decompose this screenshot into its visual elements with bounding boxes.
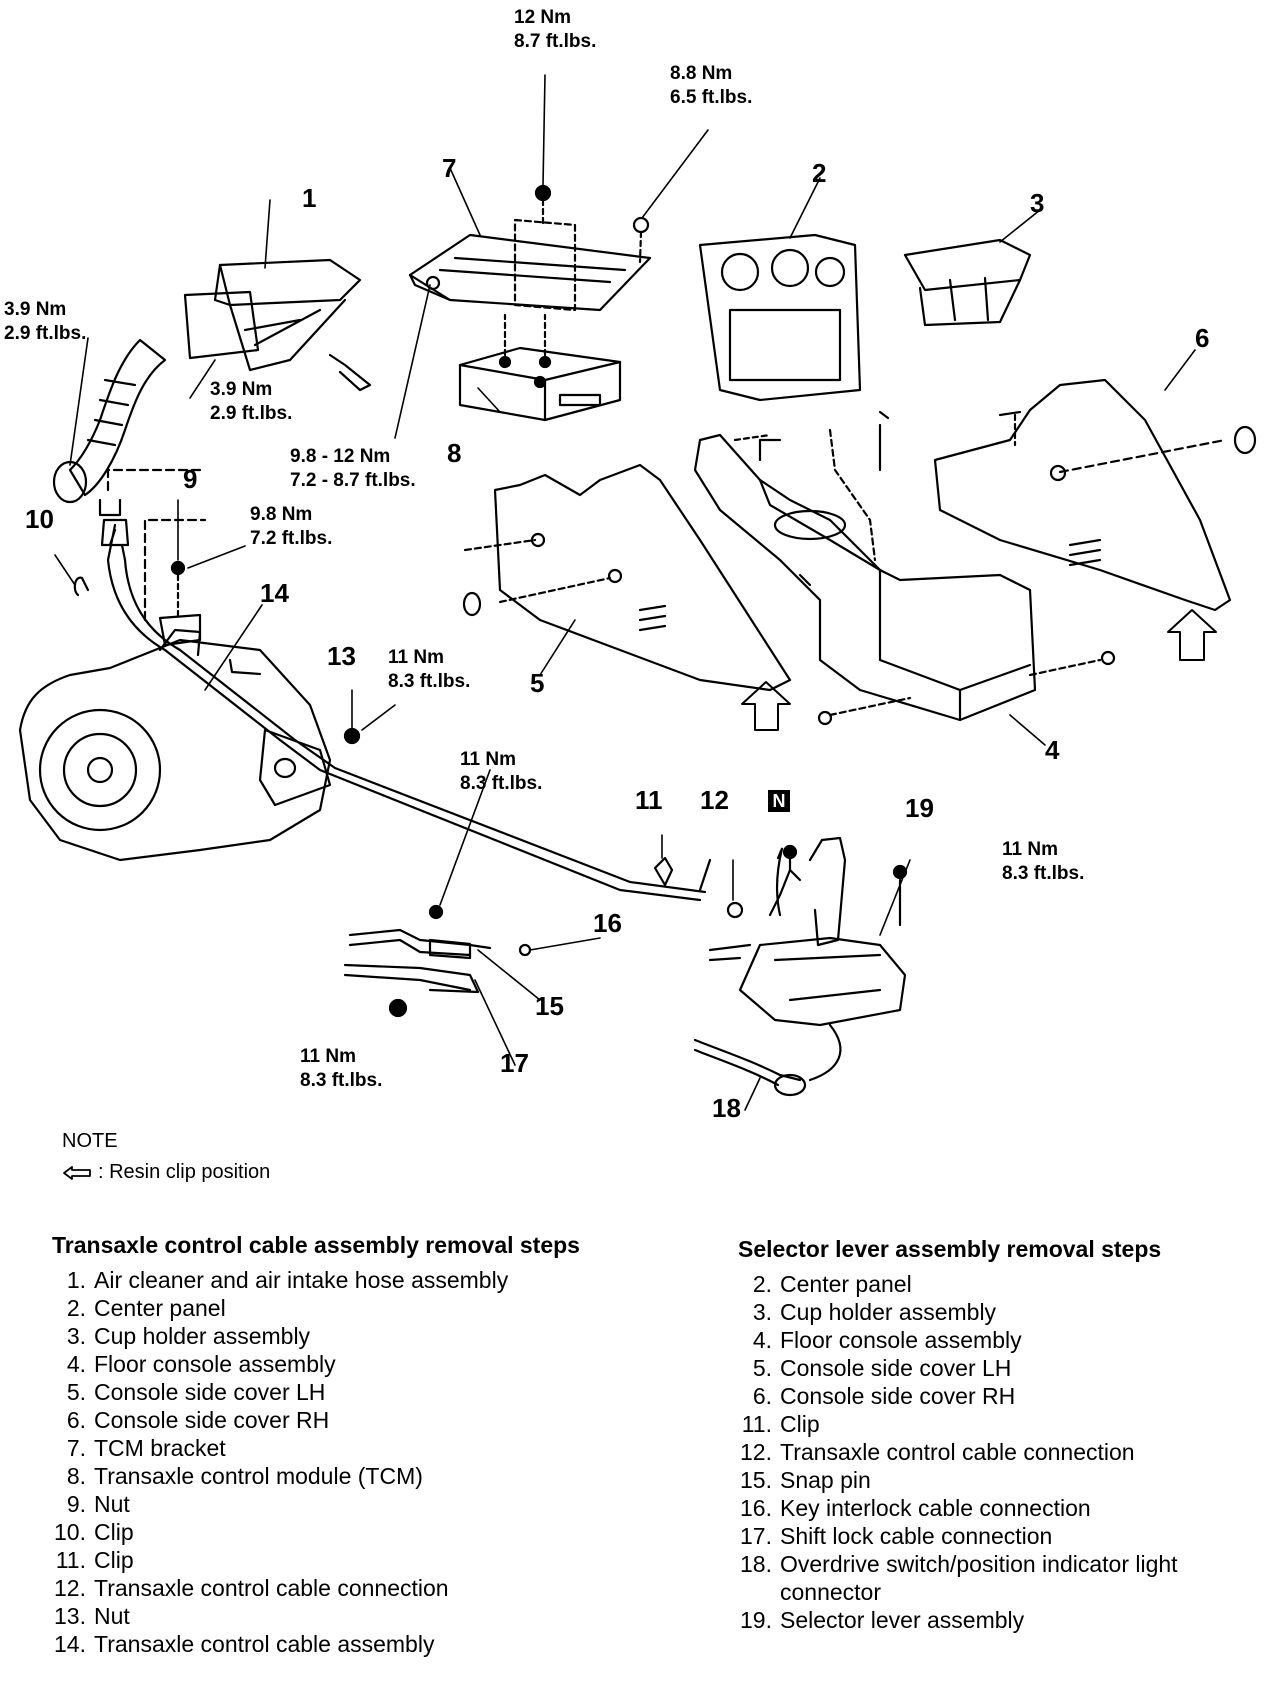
transaxle-steps-title: Transaxle control cable assembly removal… (52, 1232, 580, 1258)
list-item: 4.Floor console assembly (66, 1351, 336, 1377)
air-cleaner-drawing (52, 199, 372, 504)
callout-9: 9 (183, 464, 198, 494)
list-item: 13.Nut (54, 1603, 130, 1629)
callout-11: 11 (635, 785, 663, 815)
callout-6: 6 (1195, 323, 1210, 353)
callout-5: 5 (530, 668, 545, 698)
exploded-diagram: 1 2 3 4 5 6 7 8 9 10 11 12 13 14 15 16 1… (4, 7, 1257, 1123)
note-row: : Resin clip position (62, 1161, 270, 1184)
callout-15: 15 (535, 991, 564, 1021)
callout-4: 4 (1045, 735, 1060, 765)
callout-18: 18 (712, 1093, 741, 1123)
n-marker-icon: N (768, 790, 790, 812)
resin-clip-arrow-icon (63, 1165, 91, 1180)
callout-1: 1 (302, 183, 317, 213)
list-item: 3.Cup holder assembly (66, 1323, 311, 1349)
list-item: 12.Transaxle control cable connection (54, 1575, 449, 1601)
transaxle-steps: Transaxle control cable assembly removal… (52, 1232, 662, 1658)
diagram-drawing (18, 74, 1257, 1111)
list-item: 11.Clip (741, 1411, 820, 1437)
transaxle-drawing (18, 468, 707, 902)
tcm-bracket-drawing (408, 74, 709, 312)
list-item: 10.Clip (54, 1519, 134, 1545)
callout-2: 2 (812, 158, 827, 188)
tcm-drawing (394, 284, 622, 439)
selector-steps-list: 2.Center panel 3.Cup holder assembly 4.F… (738, 1270, 1278, 1634)
note-title: NOTE (62, 1130, 118, 1152)
transaxle-steps-list: 1.Air cleaner and air intake hose assemb… (52, 1266, 662, 1658)
callout-3: 3 (1030, 188, 1045, 218)
callout-8: 8 (447, 438, 462, 468)
callout-13: 13 (327, 641, 356, 671)
note: NOTE : Resin clip position (62, 1130, 270, 1184)
selector-lever-drawing (343, 769, 911, 1111)
list-item: 15.Snap pin (740, 1467, 871, 1493)
list-item: 14.Transaxle control cable assembly (54, 1631, 435, 1657)
list-item: 6.Console side cover RH (752, 1383, 1016, 1409)
callout-16: 16 (593, 908, 622, 938)
note-resin-text: : Resin clip position (98, 1161, 271, 1183)
list-item: 1.Air cleaner and air intake hose assemb… (66, 1267, 509, 1293)
list-item: 6.Console side cover RH (66, 1407, 330, 1433)
callout-7: 7 (442, 153, 457, 183)
callout-10: 10 (25, 504, 54, 534)
list-item: 17.Shift lock cable connection (740, 1523, 1053, 1549)
list-item: 11.Clip (55, 1547, 134, 1573)
list-item: 12.Transaxle control cable connection (740, 1439, 1135, 1465)
floor-console-drawing (693, 410, 1116, 746)
list-item: 5.Console side cover LH (752, 1355, 1012, 1381)
list-item: 19.Selector lever assembly (740, 1607, 1025, 1633)
center-panel-drawing (698, 177, 862, 402)
callout-14: 14 (260, 578, 289, 608)
list-item: 5.Console side cover LH (66, 1379, 326, 1405)
list-item: 2.Center panel (752, 1271, 912, 1297)
cup-holder-drawing (903, 209, 1041, 327)
list-item: 2.Center panel (66, 1295, 226, 1321)
side-cover-lh-drawing (462, 463, 792, 731)
list-item: 3.Cup holder assembly (752, 1299, 997, 1325)
selector-steps: Selector lever assembly removal steps 2.… (738, 1236, 1278, 1634)
list-item: 8.Transaxle control module (TCM) (66, 1463, 423, 1489)
list-item: 18.Overdrive switch/position indicator l… (740, 1551, 1178, 1605)
callout-12: 12 (700, 785, 729, 815)
callout-17: 17 (500, 1048, 529, 1078)
list-item: 9.Nut (66, 1491, 130, 1517)
callout-19: 19 (905, 793, 934, 823)
list-item: 16.Key interlock cable connection (740, 1495, 1091, 1521)
selector-steps-title: Selector lever assembly removal steps (738, 1236, 1162, 1262)
side-cover-rh-drawing (933, 349, 1257, 661)
list-item: 7.TCM bracket (66, 1435, 226, 1461)
list-item: 4.Floor console assembly (752, 1327, 1022, 1353)
